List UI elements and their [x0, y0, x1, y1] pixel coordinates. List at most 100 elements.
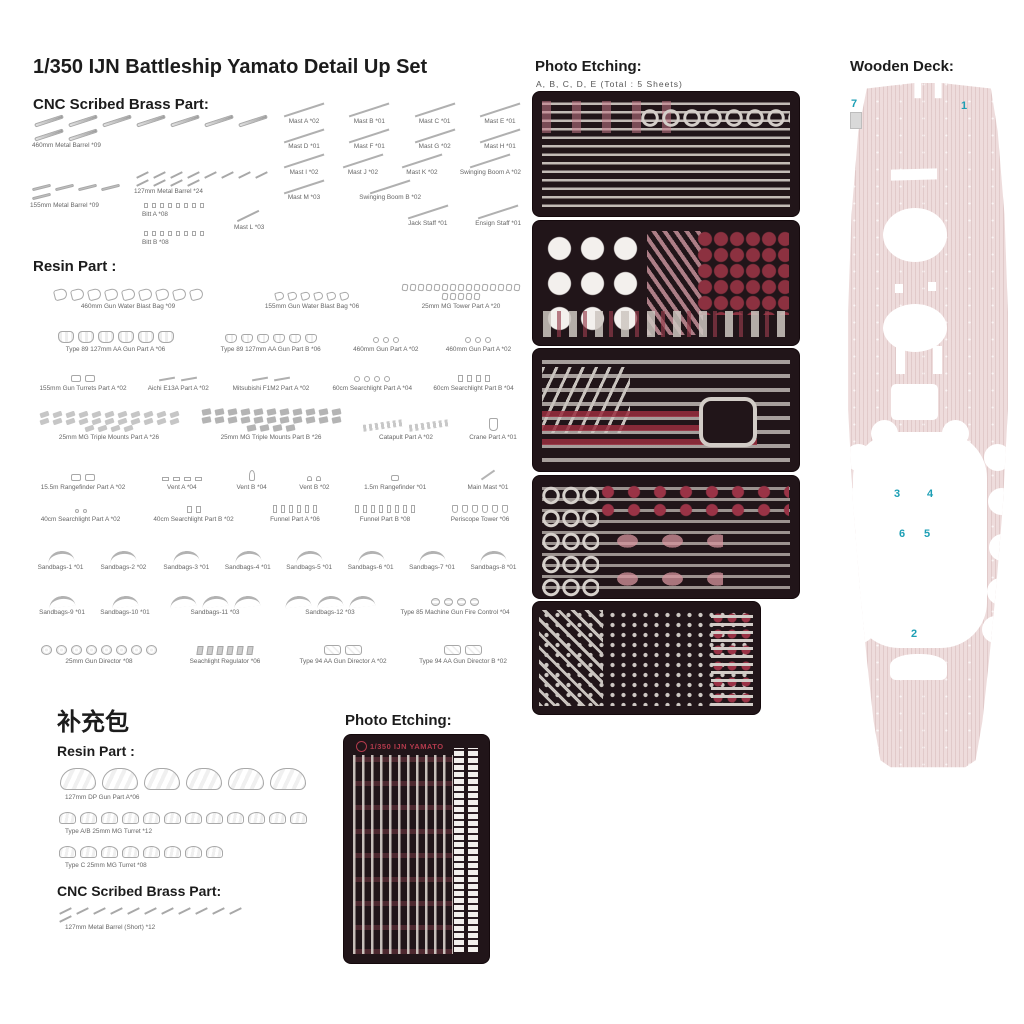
deck-small-part	[850, 112, 862, 129]
part-label: 127mm DP Gun Part A*06	[65, 794, 140, 801]
resin-part-item: 25mm MG Triple Mounts Part A *26	[33, 410, 185, 441]
part-label: Mast J *02	[347, 168, 379, 176]
resin-part-item: 40cm Searchlight Part A *02	[33, 508, 128, 523]
part-sketch	[30, 182, 130, 201]
part-sketch	[355, 549, 387, 564]
part-sketch	[487, 417, 500, 432]
part-sketch	[109, 594, 141, 609]
photo-etch-sheet-c	[533, 349, 799, 471]
part-sketch	[107, 549, 139, 564]
part-sketch	[442, 644, 484, 656]
mast-sketch	[407, 204, 448, 219]
part-sketch	[167, 594, 263, 609]
part-sketch	[195, 645, 255, 656]
part-label: Sandbags-3 *01	[163, 564, 210, 571]
mast-sketch	[283, 153, 325, 168]
etch-ladder-strip	[468, 748, 478, 952]
resin-part-item: Vent A *04	[154, 476, 210, 491]
supplement-brass-heading: CNC Scribed Brass Part:	[57, 883, 222, 899]
part-sketch	[156, 373, 200, 383]
resin-part-item: Vent B *02	[293, 475, 335, 491]
part-label: Mast B *01	[353, 117, 385, 125]
part-label: Mitsubishi F1M2 Part A *02	[232, 385, 310, 392]
resin-part-item: Periscope Tower *06	[439, 504, 521, 523]
part-label: Mast G *02	[418, 143, 451, 150]
deck-tab	[897, 508, 905, 522]
part-label: Sandbags-11 *03	[190, 609, 240, 616]
part-label: Type 89 127mm AA Gun Part B *06	[220, 346, 321, 353]
part-label: 460mm Metal Barrel *09	[32, 142, 101, 149]
part-label: Mast E *01	[484, 117, 516, 125]
resin-part-item: Type 89 127mm AA Gun Part B *06	[206, 333, 336, 353]
mast-item: Swinging Boom B *02	[359, 177, 421, 201]
part-sketch	[416, 549, 448, 564]
part-sketch	[57, 844, 225, 860]
part-sketch	[234, 209, 262, 222]
mast-item: Mast G *02	[414, 126, 456, 150]
mast-item: Mast K *02	[401, 151, 443, 176]
part-label: 460mm Gun Water Blast Bag *09	[80, 303, 176, 310]
deck-cutout-scallop	[942, 420, 969, 447]
resin-part-item: Sandbags-11 *03	[159, 594, 271, 616]
part-sketch	[477, 468, 499, 482]
resin-part-item: 25mm MG Tower Part A *20	[401, 283, 521, 310]
resin-section-heading: Resin Part :	[33, 258, 117, 275]
part-sketch	[46, 594, 78, 609]
deck-cutout-stern-arch	[890, 654, 947, 680]
wooden-deck-heading: Wooden Deck:	[850, 58, 954, 75]
part-sketch	[401, 283, 521, 301]
resin-part-item: 155mm Gun Water Blast Bag *06	[245, 291, 380, 310]
resin-part-item: Sandbags-9 *01	[33, 594, 91, 616]
part-sketch	[39, 644, 159, 656]
part-label: Sandbags-5 *01	[286, 564, 333, 571]
part-label: Type C 25mm MG Turret *08	[65, 862, 147, 869]
part-label: Type A/B 25mm MG Turret *12	[65, 828, 153, 835]
part-label: Mast L *03	[234, 223, 265, 231]
mast-item: Mast F *01	[348, 126, 390, 150]
part-label: Mast F *01	[353, 143, 385, 150]
part-sketch	[185, 505, 203, 514]
part-sketch	[389, 474, 401, 482]
part-sketch	[429, 597, 481, 607]
resin-part-item: Type 94 AA Gun Director A *02	[285, 644, 401, 665]
supplement-brass-list: 127mm Metal Barrel (Short) *12	[57, 906, 337, 931]
deck-cutout-leg	[933, 346, 942, 374]
supplement-heading-cn: 补充包	[57, 709, 129, 736]
mast-sketch	[479, 102, 521, 117]
resin-part-item: 40cm Searchlight Part B *02	[146, 505, 241, 523]
part-sketch	[477, 549, 509, 564]
mast-sketch	[369, 179, 411, 194]
deck-number-marker: 4	[927, 488, 934, 500]
part-label: Type 94 AA Gun Director A *02	[299, 658, 387, 665]
mast-item: Mast E *01	[479, 100, 521, 125]
part-label: 40cm Searchlight Part B *02	[153, 516, 234, 523]
part-label: Vent B *04	[236, 484, 267, 491]
resin-part-item: 25mm MG Triple Mounts Part B *26	[195, 408, 347, 441]
resin-part-item: 25mm Gun Director *08	[33, 644, 165, 665]
mast-sketch	[283, 179, 325, 194]
part-sketch	[142, 230, 206, 237]
part-label: Mast I *02	[289, 168, 319, 176]
resin-part-item: 1.5m Rangefinder *01	[356, 474, 434, 491]
part-label: Type 89 127mm AA Gun Part A *06	[65, 346, 166, 353]
deck-cutout-barbette-2	[883, 304, 947, 352]
part-sketch	[293, 549, 325, 564]
mast-sketch	[342, 153, 384, 168]
part-sketch	[223, 333, 319, 344]
resin-part-item: Crane Part A *01	[465, 417, 521, 441]
etch-logo-icon	[356, 741, 367, 752]
photo-etch-sheet-list: A, B, C, D, E (Total : 5 Sheets)	[536, 79, 683, 89]
resin-part-item: Sandbags-1 *01	[33, 549, 88, 571]
resin-row: 460mm Gun Water Blast Bag *09 155mm Gun W…	[33, 283, 521, 310]
resin-part-item: Aichi E13A Part A *02	[139, 373, 217, 392]
resin-part-item: Sandbags-2 *02	[94, 549, 152, 571]
deck-tab	[923, 508, 931, 522]
part-label: Mast H *01	[484, 143, 516, 150]
resin-part-item: Type 94 AA Gun Director B *02	[405, 644, 521, 665]
